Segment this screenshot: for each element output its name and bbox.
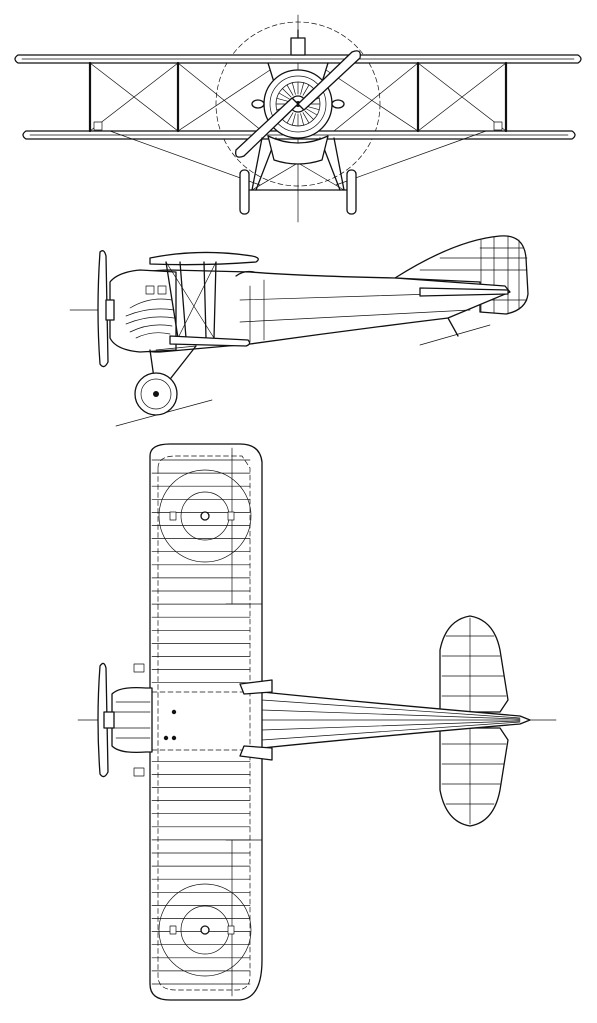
wing-ribs	[151, 459, 251, 985]
lower-wing-outline	[157, 455, 251, 991]
propeller-top	[97, 662, 109, 778]
propeller-side	[97, 250, 109, 368]
cowling-fin	[304, 110, 314, 120]
engine-top	[111, 663, 153, 777]
front-view	[14, 14, 582, 223]
cowling-fin	[302, 112, 310, 124]
ground-line-rear	[419, 324, 491, 346]
tailplane-top-upper	[439, 615, 509, 713]
engine-side	[109, 269, 177, 353]
cowling-fin	[306, 108, 318, 116]
cowling-fin	[282, 88, 292, 98]
cowling-fin	[302, 84, 310, 96]
lower-wing-side	[169, 335, 251, 347]
cowling-fin	[291, 82, 296, 95]
cowling-fin	[278, 92, 290, 100]
cowling-fin	[286, 84, 294, 96]
propeller-front	[235, 50, 361, 158]
wheel-front-left	[239, 169, 250, 215]
cowling-fin	[300, 113, 305, 126]
cowling-fin	[300, 82, 305, 95]
strut-markers	[158, 469, 252, 977]
wing-top	[149, 443, 263, 1001]
interplane-struts	[88, 61, 508, 133]
side-view	[69, 235, 529, 427]
tailplane-side	[419, 287, 509, 297]
wheel-front-right	[346, 169, 357, 215]
cowling-fin	[307, 106, 320, 111]
propeller-arc	[215, 21, 381, 187]
cowling-fin	[276, 97, 289, 102]
gun-front	[290, 37, 306, 56]
landing-gear-side	[134, 345, 197, 416]
cowling-fin	[286, 112, 294, 124]
tailplane-top-lower	[439, 727, 509, 827]
top-view	[77, 443, 557, 1001]
upper-wing-side	[149, 251, 259, 266]
struts-side	[165, 261, 217, 339]
cowling-fin	[291, 113, 296, 126]
bracing-wires	[89, 62, 507, 186]
fuselage-stringers	[261, 699, 521, 741]
